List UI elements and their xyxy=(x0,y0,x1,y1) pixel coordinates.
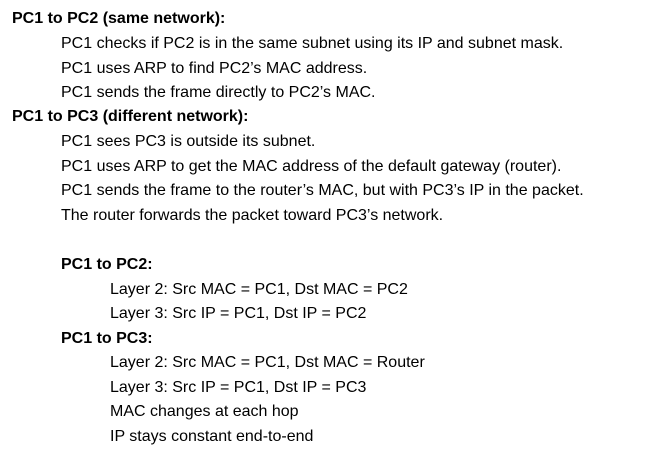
section-heading-same-network: PC1 to PC2 (same network): xyxy=(12,10,226,27)
text-line: PC1 sees PC3 is outside its subnet. xyxy=(61,133,316,150)
text-line: PC1 uses ARP to find PC2’s MAC address. xyxy=(61,60,368,77)
summary-heading-pc2: PC1 to PC2: xyxy=(61,256,153,273)
text-line: PC1 sends the frame to the router’s MAC,… xyxy=(61,182,584,199)
text-line: PC1 sends the frame directly to PC2’s MA… xyxy=(61,84,376,101)
summary-line: Layer 3: Src IP = PC1, Dst IP = PC3 xyxy=(110,379,367,396)
summary-heading-pc3: PC1 to PC3: xyxy=(61,330,153,347)
summary-line: Layer 2: Src MAC = PC1, Dst MAC = Router xyxy=(110,354,425,371)
text-line: PC1 uses ARP to get the MAC address of t… xyxy=(61,158,562,175)
summary-line: Layer 3: Src IP = PC1, Dst IP = PC2 xyxy=(110,305,367,322)
summary-line: IP stays constant end-to-end xyxy=(110,428,314,445)
section-heading-different-network: PC1 to PC3 (different network): xyxy=(12,108,249,125)
text-line: The router forwards the packet toward PC… xyxy=(61,207,444,224)
summary-line: Layer 2: Src MAC = PC1, Dst MAC = PC2 xyxy=(110,281,408,298)
text-line: PC1 checks if PC2 is in the same subnet … xyxy=(61,35,564,52)
summary-line: MAC changes at each hop xyxy=(110,403,299,420)
